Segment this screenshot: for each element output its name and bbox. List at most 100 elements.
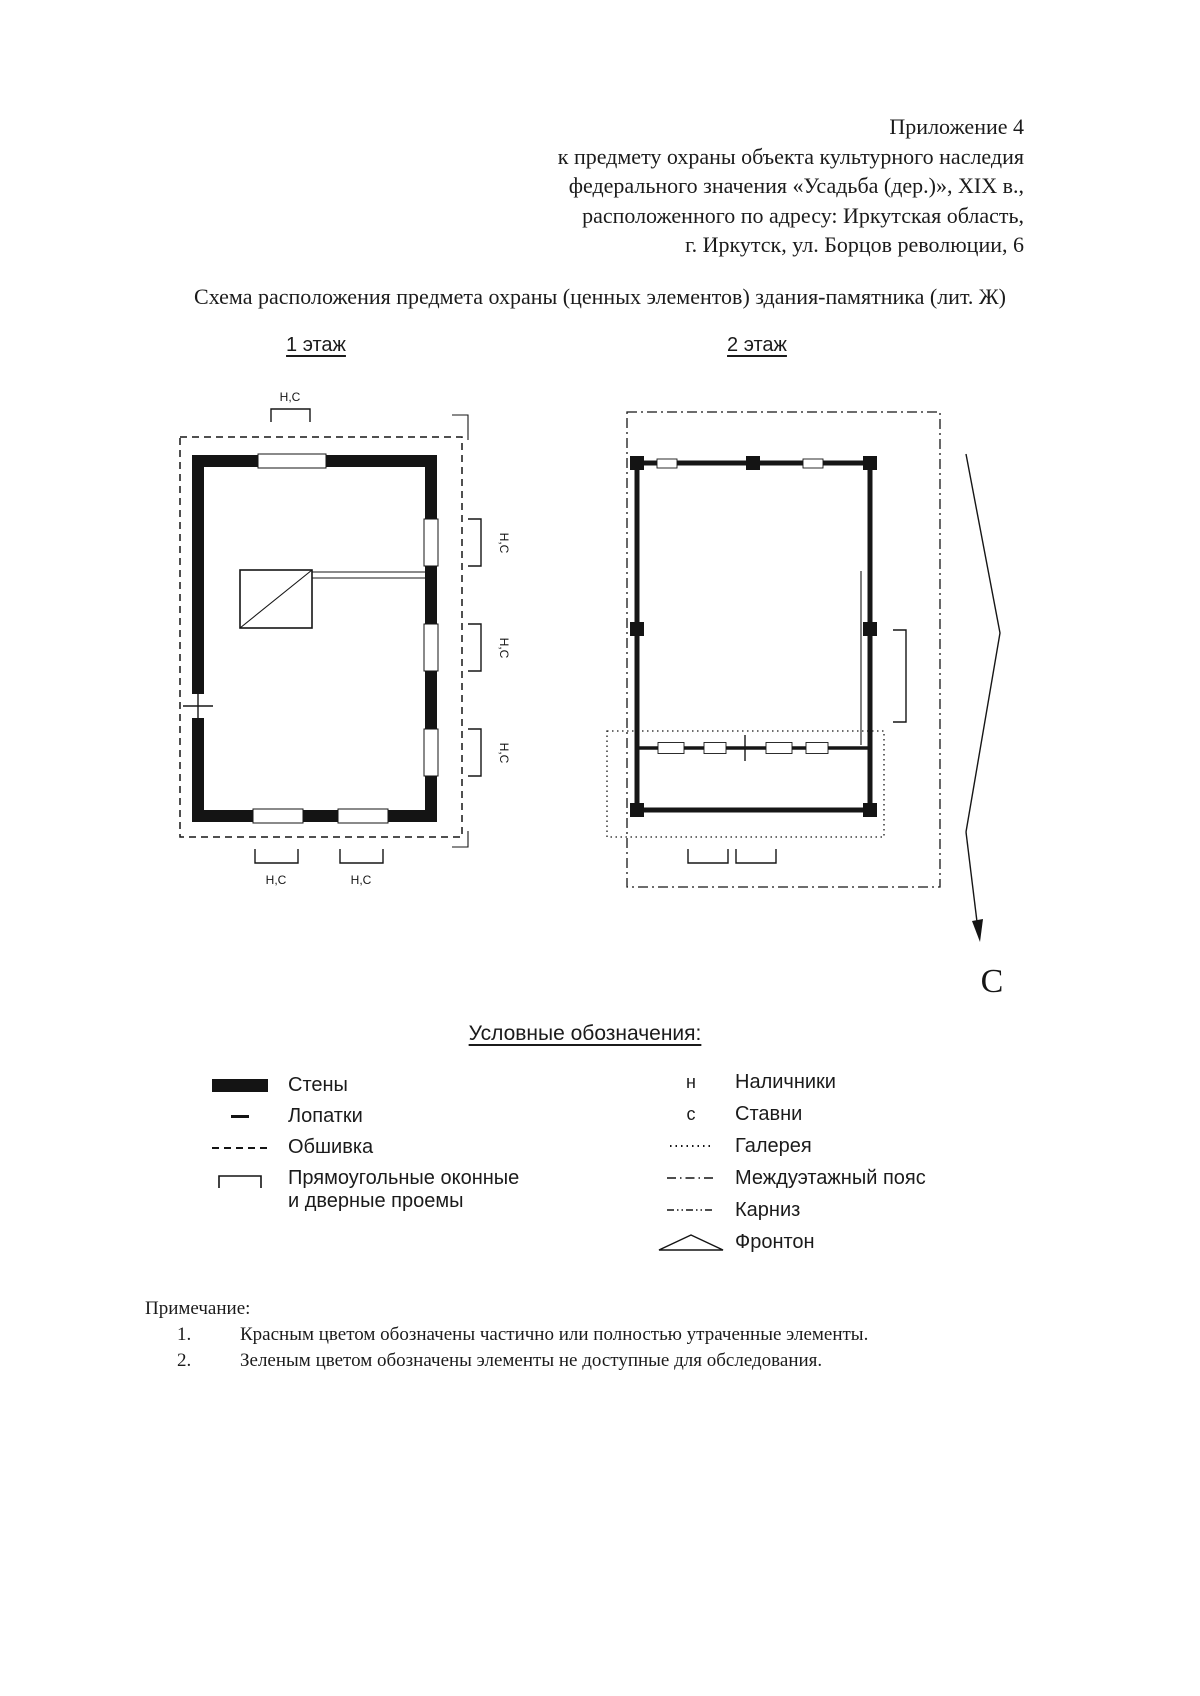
legend-item-stavni: с Ставни (655, 1098, 926, 1130)
stove-diagonal (239, 569, 313, 629)
opening-bracket-icon (339, 849, 384, 864)
legend-item-nalichniki: н Наличники (655, 1066, 926, 1098)
legend-left-column: Стены Лопатки Обшивка Прямоугольные окон… (200, 1070, 519, 1213)
legend-item-pediment: Фронтон (655, 1226, 926, 1258)
window-marker-label: Н,С (266, 873, 287, 887)
legend-label-line2: и дверные проемы (288, 1190, 464, 1212)
header-line-1: Приложение 4 (889, 114, 1024, 139)
page-title: Схема расположения предмета охраны (ценн… (194, 284, 1006, 309)
floor2-label: 2 этаж (727, 334, 787, 356)
legend-item-pilasters: Лопатки (200, 1101, 519, 1132)
header-line-2: к предмету охраны объекта культурного на… (557, 143, 1024, 169)
legend-label: Карниз (735, 1198, 801, 1221)
walls (192, 455, 437, 822)
pilaster-mark (183, 690, 213, 722)
note-text: Красным цветом обозначены частично или п… (240, 1324, 869, 1345)
legend-label: Обшивка (288, 1136, 374, 1158)
notes-title: Примечание: (145, 1298, 251, 1319)
window-bottom-2 (337, 808, 389, 824)
wall-posts (630, 456, 877, 817)
opening-bracket-icon (254, 849, 299, 864)
header-line-4: расположенного по адресу: Иркутская обла… (582, 202, 1024, 228)
window-marker-label: Н,С (497, 743, 511, 764)
legend-label: Лопатки (288, 1105, 363, 1127)
cornice-outline (626, 411, 941, 888)
note-item-2: 2. Зеленым цветом обозначены элементы не… (177, 1348, 868, 1374)
window-marker-label: Н,С (497, 638, 511, 659)
window-bottom-1 (252, 808, 304, 824)
floor1-plan: Н,С (179, 390, 511, 887)
cladding-outline (179, 436, 463, 838)
window-marker-top: Н,С (270, 390, 311, 422)
interior-wall (637, 735, 870, 761)
legend-item-floor-belt: Междуэтажный пояс (655, 1162, 926, 1194)
corner-mark-bottom-right (452, 831, 469, 848)
legend-item-openings: Прямоугольные оконные и дверные проемы (200, 1167, 519, 1213)
note-number: 2. (177, 1350, 192, 1371)
window-marker-label: Н,С (280, 390, 301, 404)
pilaster-cross-icon (183, 690, 213, 722)
notes-section: Примечание: 1. Красным цветом обозначены… (145, 1296, 868, 1374)
gallery-symbol-icon (655, 1143, 727, 1149)
walls (630, 456, 877, 817)
legend-item-cladding: Обшивка (200, 1132, 519, 1163)
legend-label: Галерея (735, 1134, 812, 1157)
legend-item-walls: Стены (200, 1070, 519, 1101)
window-top (257, 453, 327, 469)
floor2-plan (606, 411, 941, 888)
floor-belt-symbol-icon (655, 1175, 727, 1181)
window-markers-bottom: Н,С Н,С (254, 849, 384, 887)
cornice-symbol-icon (655, 1207, 727, 1213)
cladding-symbol-icon (200, 1145, 280, 1151)
north-arrow-body (965, 453, 1001, 833)
pediment-symbol-icon (655, 1233, 727, 1252)
legend-title: Условные обозначения: (468, 1022, 702, 1045)
stove (239, 569, 425, 629)
north-arrow: С (965, 453, 1004, 1000)
window-marker-label: Н,С (351, 873, 372, 887)
opening-bracket-icon (468, 728, 482, 777)
legend-label: Стены (288, 1074, 348, 1096)
window-openings (252, 453, 439, 824)
legend-item-gallery: Галерея (655, 1130, 926, 1162)
legend-label-line1: Прямоугольные оконные (288, 1167, 520, 1189)
floor1-label: 1 этаж (286, 334, 346, 356)
window-right-2 (423, 623, 439, 672)
legend-label: Наличники (735, 1070, 836, 1093)
pilaster-symbol-icon (200, 1115, 280, 1118)
legend-label: Ставни (735, 1102, 803, 1125)
corner-mark-top-right (452, 414, 469, 440)
nalichniki-symbol: н (686, 1071, 696, 1092)
legend-right-column: н Наличники с Ставни Галерея Междуэтажны… (655, 1066, 926, 1258)
legend-label: Междуэтажный пояс (735, 1166, 926, 1189)
north-arrowhead-icon (972, 919, 983, 942)
north-arrow-shaft (965, 831, 979, 931)
opening-bracket-icon (893, 629, 907, 723)
note-item-1: 1. Красным цветом обозначены частично ил… (177, 1322, 868, 1348)
legend-item-cornice: Карниз (655, 1194, 926, 1226)
document-header: Приложение 4 к предмету охраны объекта к… (384, 112, 1024, 260)
legend-label: Фронтон (735, 1230, 815, 1253)
window-marker-label: Н,С (497, 533, 511, 554)
note-text: Зеленым цветом обозначены элементы не до… (240, 1350, 823, 1371)
opening-bracket-icon (468, 623, 482, 672)
partition-line (312, 571, 425, 579)
header-line-3: федерального значения «Усадьба (дер.)», … (568, 173, 1024, 198)
header-line-5: г. Иркутск, ул. Борцов революции, 6 (685, 232, 1024, 257)
stavni-symbol: с (686, 1103, 696, 1124)
window-right-1 (423, 518, 439, 567)
opening-bracket-icon (468, 518, 482, 567)
window-right-3 (423, 728, 439, 777)
note-number: 1. (177, 1324, 192, 1345)
wall-inner (204, 467, 425, 810)
gallery-outline (606, 730, 885, 838)
walls-symbol-icon (200, 1079, 280, 1092)
opening-bracket-icon (270, 408, 311, 422)
legend-label: Прямоугольные оконные и дверные проемы (288, 1167, 519, 1213)
opening-bracket-icon (687, 849, 777, 864)
top-wall-windows (656, 458, 824, 469)
interior-wall-windows (657, 742, 829, 754)
window-markers-right: Н,С Н,С Н,С (468, 518, 511, 777)
north-label: С (981, 963, 1004, 1000)
